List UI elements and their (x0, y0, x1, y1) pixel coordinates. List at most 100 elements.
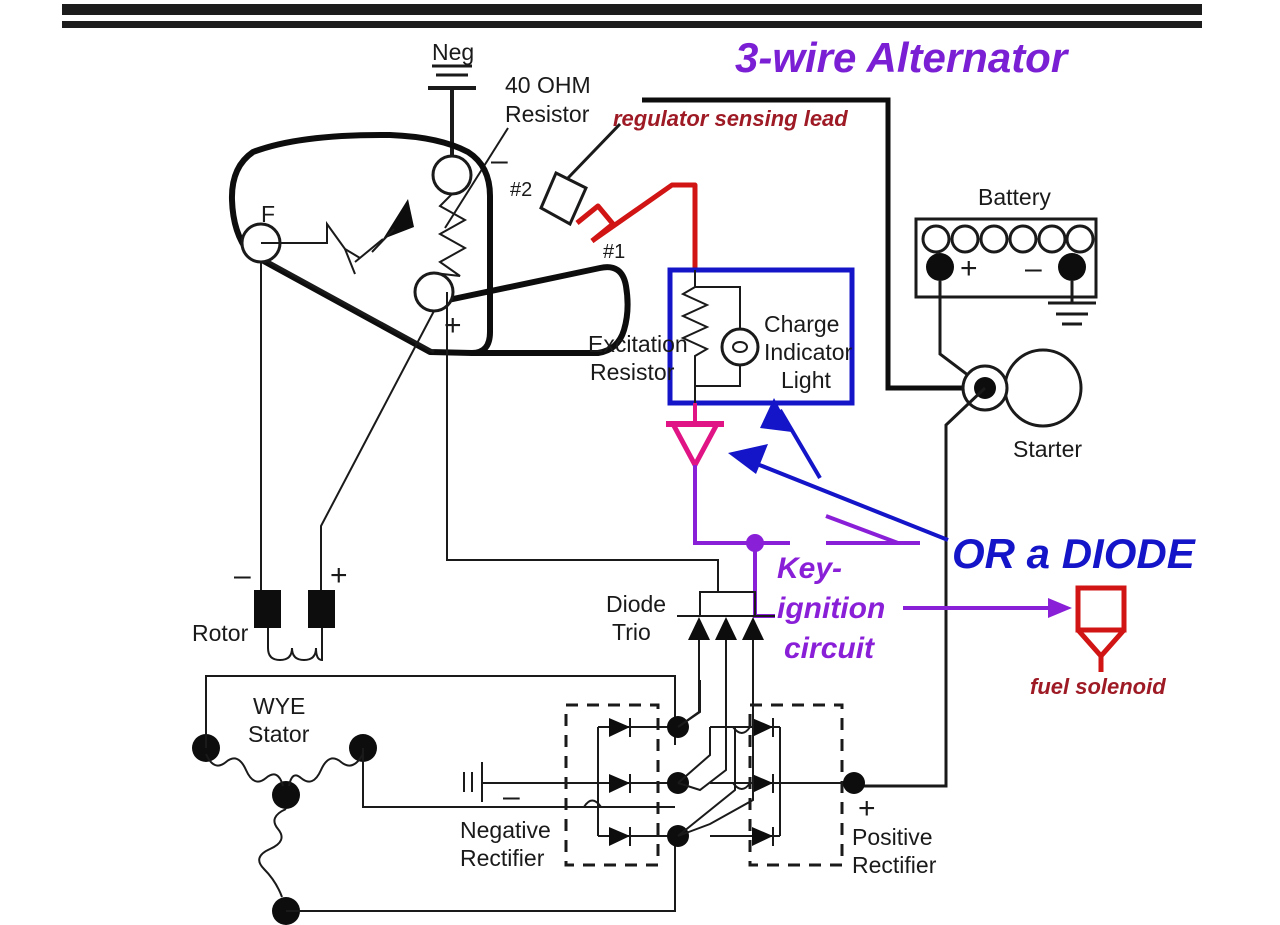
header-bar-bottom (62, 21, 1202, 28)
diode-trio-diode-3 (742, 617, 764, 640)
regulator-terminal-plus-label: + (444, 309, 462, 342)
regulator-plus-to-diode-trio-wire (446, 292, 719, 592)
diode-trio-label-line2: Trio (612, 619, 651, 645)
negative-rectifier-sign: – (503, 780, 520, 813)
resistor-icon (433, 193, 468, 277)
battery-terminal-negative[interactable] (1058, 253, 1086, 281)
regulator-outline (228, 131, 493, 356)
negative-rectifier-label-line2: Rectifier (460, 845, 545, 871)
diode-trio-diode-1 (688, 617, 710, 640)
voltage-regulator: – + F (228, 131, 631, 356)
negative-rectifier-label-line1: Negative (460, 817, 551, 843)
starter: Starter (961, 348, 1083, 462)
diode-trio-diode-2 (715, 617, 737, 640)
diode-icon-triangle (668, 421, 722, 471)
excitation-resistor-icon (680, 270, 710, 403)
diode-trio-leg-2 (677, 640, 727, 792)
battery-plus-label: + (960, 252, 978, 285)
pos-rect-diode-1 (752, 718, 773, 737)
battery-cell-5 (1037, 224, 1067, 254)
terminal-1-blade (575, 203, 616, 243)
diode-trio-label-line1: Diode (606, 591, 666, 617)
or-a-diode-arrow-line (741, 456, 949, 542)
resistor-40ohm-leader (444, 127, 509, 229)
key-ignition-switch-blade[interactable] (825, 514, 899, 545)
rotor-plus-label: + (330, 559, 348, 592)
battery-cell-3 (979, 224, 1009, 254)
page-title: 3-wire Alternator (735, 34, 1070, 81)
diode-trio-leg-1 (677, 640, 700, 728)
key-ignition-label-line2: ignition (777, 592, 885, 625)
key-ignition-switch-gap (790, 535, 826, 551)
key-ignition-label-line1: Key- (777, 552, 842, 585)
battery-cell-4 (1008, 224, 1038, 254)
battery-cell-1 (921, 224, 951, 254)
red-sense-wire (590, 182, 698, 270)
battery-cell-6 (1065, 224, 1095, 254)
positive-rectifier-sign: + (858, 792, 876, 825)
negative-rectifier-dashed-box (564, 703, 660, 867)
positive-rectifier-label-line1: Positive (852, 824, 933, 850)
negative-rectifier (564, 703, 689, 867)
stator-phase-b-lead (362, 748, 675, 808)
wye-stator-label-line1: WYE (253, 693, 305, 719)
regulator-sensing-lead-wire (642, 97, 985, 391)
terminal-2-lead (566, 122, 622, 180)
regulator-terminal-minus[interactable] (431, 154, 473, 196)
diode-trio-leg-3 (677, 640, 754, 837)
rotor: Rotor – + (192, 262, 435, 662)
coil-icon (267, 628, 323, 662)
regulator-terminal-minus-label: – (491, 144, 508, 177)
charge-indicator-arrow-head (760, 398, 792, 432)
neg-rect-diode-2 (609, 774, 630, 793)
fuel-solenoid-label: fuel solenoid (1030, 674, 1166, 699)
starter-body (1003, 348, 1083, 428)
fuel-solenoid-arrow-head (1048, 598, 1072, 618)
regulator-sensing-lead-label: regulator sensing lead (613, 106, 848, 131)
or-a-diode-label: OR a DIODE (952, 530, 1197, 577)
negative-rectifier-symbol: – Negative Rectifier (460, 762, 675, 871)
pos-rect-diode-3 (752, 827, 773, 846)
wye-center-node (272, 781, 300, 809)
battery: Battery + – (914, 184, 1098, 326)
key-ignition-wire-to-diode-trio (753, 543, 775, 618)
regulator-arm (431, 264, 631, 356)
starter-label: Starter (1013, 436, 1082, 462)
terminal-2-label: #2 (510, 179, 532, 201)
starter-to-rectifier-wire (860, 386, 987, 788)
charge-indicator-light-box: Charge Indicator Light (667, 267, 855, 406)
battery-terminal-positive[interactable] (926, 253, 954, 281)
charge-indicator-arrow-line (778, 408, 822, 480)
charge-indicator-label-line2: Indicator (764, 339, 853, 365)
fuel-solenoid-icon: fuel solenoid (1030, 585, 1166, 699)
terminal-1-label: #1 (603, 241, 625, 263)
battery-ground-icon (1048, 301, 1096, 326)
positive-rectifier: + Positive Rectifier (710, 703, 937, 878)
resistor-40ohm-label-line2: Resistor (505, 101, 590, 127)
charge-indicator-box-outline (667, 267, 855, 406)
neg-rect-diode-3 (609, 827, 630, 846)
positive-rectifier-output-node (843, 772, 865, 794)
stator-phase-c-lead (286, 840, 676, 912)
positive-rectifier-dashed-box (748, 703, 844, 867)
rotor-lead-positive (320, 310, 435, 590)
terminal-2-connector[interactable]: #2 (510, 122, 622, 227)
charge-indicator-label-line1: Charge (764, 311, 839, 337)
charge-indicator-label-line3: Light (781, 367, 831, 393)
pos-rect-diode-2 (752, 774, 773, 793)
neg-rect-wire-hop (583, 799, 602, 808)
arrow-icon (383, 199, 414, 239)
regulator-internal-contact (261, 220, 361, 259)
excitation-resistor-label-line1: Excitation (588, 331, 688, 357)
diode-trio: Diode Trio (606, 591, 775, 837)
fuel-solenoid-body (1075, 585, 1127, 633)
or-a-diode-arrow-head (728, 444, 768, 474)
terminal-2-blade (539, 170, 588, 227)
header-bar-top (62, 4, 1202, 15)
lamp-filament (732, 341, 748, 353)
regulator-inner-edge (252, 251, 435, 354)
neg-rect-diode-1 (609, 718, 630, 737)
neg-ground-label: Neg (432, 39, 474, 65)
